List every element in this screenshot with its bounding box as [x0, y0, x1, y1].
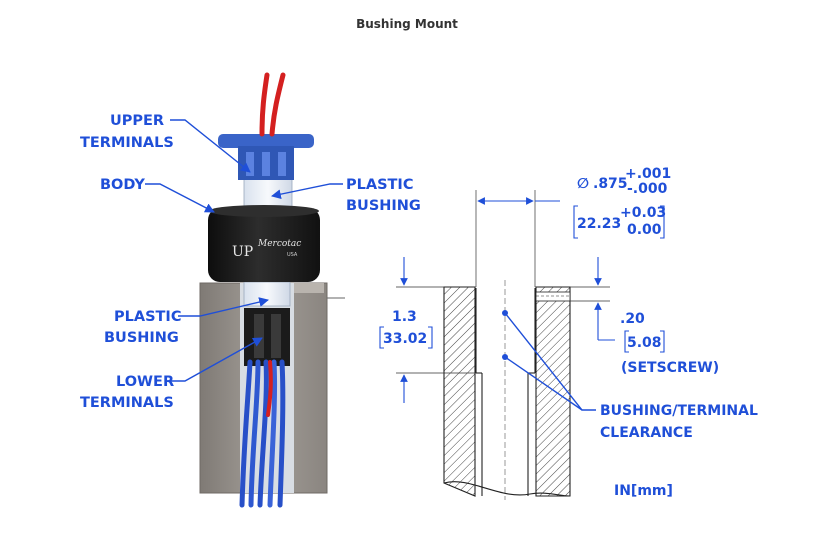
diameter-mm-value: 22.23: [577, 216, 621, 232]
leader-plastic-bushing-bottom: [178, 297, 269, 317]
leader-upper-terminals: [170, 119, 251, 173]
setscrew-mm: 5.08: [627, 335, 662, 351]
setscrew-mm-bracket-right: [660, 330, 665, 353]
diameter-tol-plus: +.001: [625, 166, 671, 182]
right-wall-section: [535, 286, 571, 497]
dimension-labels: ∅ .875 +.001 -.000 22.23 +0.03 0.00 1.3 …: [379, 166, 758, 499]
diameter-value: .875: [593, 176, 628, 192]
label-plastic-bushing-top-1: PLASTIC: [346, 177, 413, 193]
label-plastic-bushing-bottom-2: BUSHING: [104, 330, 179, 346]
label-lower-terminals-2: TERMINALS: [80, 395, 174, 411]
diameter-tol-minus: -.000: [627, 181, 668, 197]
diameter-mm-tol-minus: 0.00: [627, 222, 662, 238]
brand-mark: UP: [232, 244, 253, 260]
label-lower-terminals-1: LOWER: [116, 374, 174, 390]
leader-clearance-2: [504, 356, 583, 411]
section-drawing: [396, 190, 615, 500]
setscrew-in: .20: [620, 311, 645, 327]
leader-plastic-bushing-top: [271, 183, 343, 200]
lower-plastic-bushing: [243, 281, 291, 307]
component-labels: UPPER TERMINALS BODY PLASTIC BUSHING PLA…: [80, 113, 421, 411]
label-upper-terminals-1: UPPER: [110, 113, 164, 129]
upper-wires: [259, 72, 286, 137]
rotary-body: [208, 208, 320, 282]
brand-name: Mercotac: [257, 239, 301, 249]
setscrew-mm-bracket-left: [624, 330, 629, 353]
diagram-title: Bushing Mount: [356, 17, 458, 31]
label-body: BODY: [100, 177, 145, 193]
clearance-label-1: BUSHING/TERMINAL: [600, 403, 758, 419]
depth-mm: 33.02: [383, 331, 427, 347]
bore-upper: [476, 288, 535, 373]
diameter-mm-bracket-right: [660, 205, 665, 239]
label-plastic-bushing-bottom-1: PLASTIC: [114, 309, 181, 325]
brand-sub: USA: [287, 252, 298, 258]
lower-terminal-block: [244, 308, 290, 366]
label-plastic-bushing-top-2: BUSHING: [346, 198, 421, 214]
diameter-symbol: ∅: [577, 176, 589, 192]
label-upper-terminals-2: TERMINALS: [80, 135, 174, 151]
depth-in: 1.3: [392, 309, 417, 325]
setscrew-label: (SETSCREW): [621, 360, 719, 376]
upper-terminal-bar: [218, 134, 314, 148]
left-wall-section: [443, 286, 476, 497]
lower-wires: [239, 359, 286, 508]
setscrew-hole: [535, 291, 571, 302]
depth-mm-bracket-left: [379, 326, 384, 349]
units-label: IN[mm]: [614, 483, 673, 499]
diameter-mm-tol-plus: +0.03: [620, 205, 666, 221]
depth-mm-bracket-right: [428, 326, 433, 349]
clearance-label-2: CLEARANCE: [600, 425, 693, 441]
leader-body: [145, 183, 215, 213]
diameter-mm-bracket-left: [573, 205, 578, 239]
leader-lower-terminals: [168, 337, 263, 382]
assembly-illustration: UP Mercotac USA: [199, 72, 345, 508]
